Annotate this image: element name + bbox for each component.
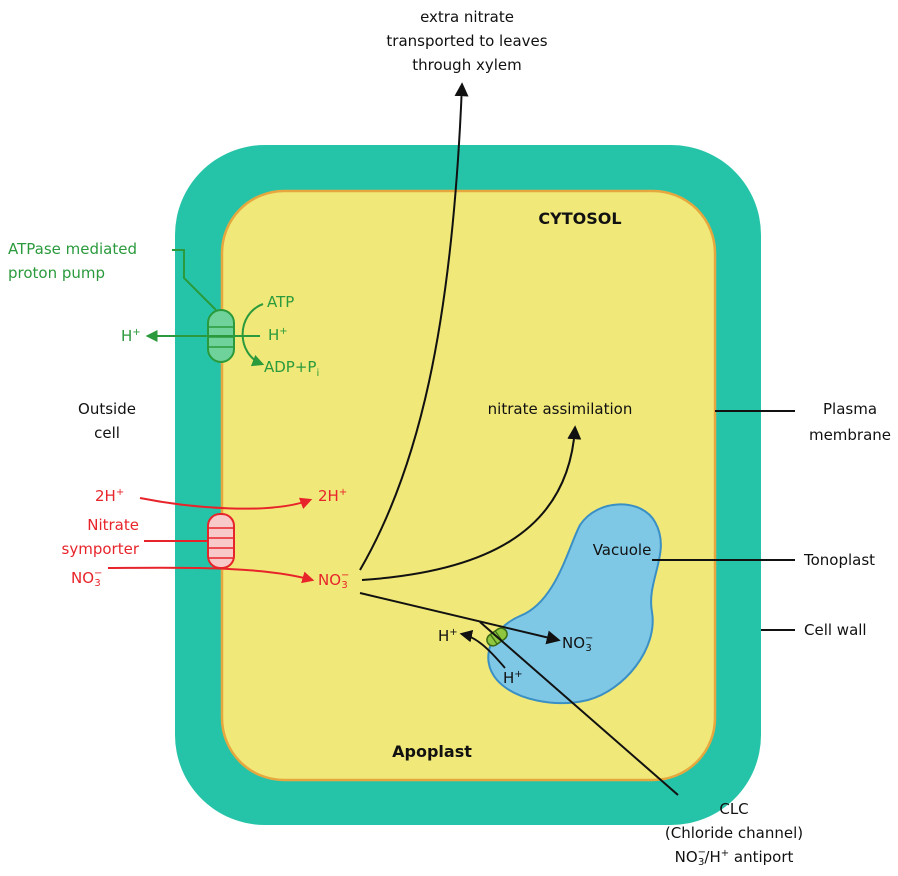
label-pump-h-inside: H+: [268, 326, 288, 344]
label-nitrate: Nitrate: [87, 516, 139, 534]
label-extra-nitrate-line3: through xylem: [412, 56, 521, 74]
label-extra-nitrate-line2: transported to leaves: [386, 32, 547, 50]
proton-influx-arrow: [139, 497, 313, 510]
label-membrane: membrane: [809, 426, 891, 444]
label-antiport: NO−3/H+ antiport: [675, 847, 794, 868]
label-clc: CLC: [719, 800, 748, 818]
vacuole: [487, 503, 662, 705]
label-plasma: Plasma: [823, 400, 877, 418]
label-apoplast: Apoplast: [392, 742, 472, 761]
label-vacuole: Vacuole: [593, 541, 652, 559]
label-sym-no3-outside: NO−3: [71, 568, 102, 589]
label-sym-2h-outside: 2H+: [95, 487, 124, 505]
label-tonoplast: Tonoplast: [803, 551, 875, 569]
label-adp-pi: ADP+Pi: [264, 358, 319, 379]
label-outside-line1: Outside: [78, 400, 136, 418]
label-no3-cytosol: NO−3: [318, 570, 349, 591]
atpase-leader-line: [172, 249, 217, 311]
label-pump-h-outside: H+: [121, 327, 141, 345]
label-cell-wall: Cell wall: [804, 621, 867, 639]
atp-hydrolysis-curve: [241, 303, 265, 367]
clc-leader-line: [479, 621, 679, 796]
label-chloride-channel: (Chloride channel): [665, 824, 803, 842]
label-extra-nitrate-line1: extra nitrate: [420, 8, 514, 26]
label-clc-no3-vacuole: NO−3: [562, 633, 593, 654]
nitrate-symporter: [207, 513, 235, 569]
label-outside-line2: cell: [94, 424, 120, 442]
label-atpase-line1: ATPase mediated: [8, 240, 137, 258]
label-cytosol: CYTOSOL: [538, 209, 621, 228]
clc-proton-arrow: [459, 629, 506, 669]
label-clc-h-vacuole: H+: [503, 669, 523, 687]
assimilation-arrow: [361, 425, 582, 581]
vacuole-influx-arrow: [359, 592, 561, 645]
label-atpase-line2: proton pump: [8, 264, 105, 282]
nitrate-influx-arrow: [107, 566, 315, 584]
label-sym-2h-inside: 2H+: [318, 487, 347, 505]
cytosol-region: [220, 189, 717, 782]
label-atp: ATP: [267, 293, 294, 311]
xylem-arrow: [359, 82, 469, 571]
label-nitrate-assimilation: nitrate assimilation: [488, 400, 633, 418]
label-clc-h-cytosol: H+: [438, 627, 458, 645]
label-symporter: symporter: [62, 540, 140, 558]
